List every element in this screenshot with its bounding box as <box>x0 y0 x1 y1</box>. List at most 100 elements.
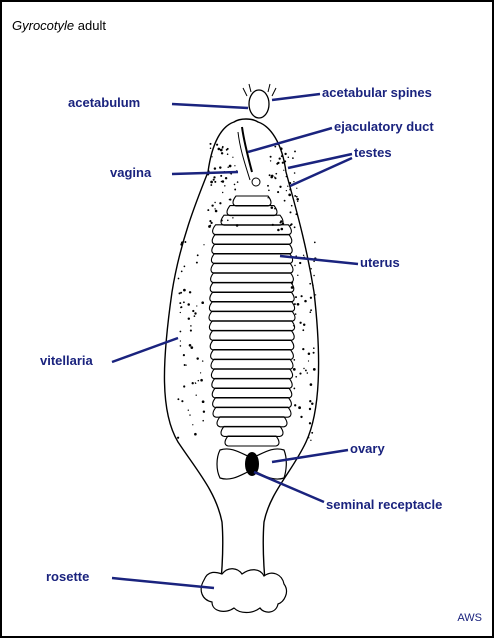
stipple-dot <box>281 155 283 157</box>
stipple-dot <box>279 157 281 159</box>
stipple-dot <box>314 242 316 244</box>
leader-rosette <box>112 578 214 588</box>
stipple-dot <box>210 181 213 184</box>
stipple-dot <box>305 369 307 371</box>
stipple-dot <box>192 310 194 312</box>
stipple-dot <box>311 402 313 404</box>
stipple-dot <box>313 347 315 349</box>
stipple-dot <box>294 150 296 152</box>
stipple-dot <box>295 296 297 298</box>
stipple-dot <box>226 149 228 151</box>
stipple-dot <box>189 414 190 415</box>
stipple-dot <box>197 254 199 256</box>
stipple-dot <box>180 345 182 347</box>
stipple-dot <box>270 160 271 161</box>
stipple-dot <box>293 359 295 361</box>
stipple-dot <box>299 262 301 264</box>
body-outline <box>164 119 318 592</box>
stipple-dot <box>289 182 291 184</box>
stipple-dot <box>310 309 312 311</box>
stipple-dot <box>229 165 232 168</box>
stipple-dot <box>177 437 179 439</box>
stipple-dot <box>271 175 274 178</box>
stipple-dot <box>277 229 280 232</box>
stipple-dot <box>221 181 223 183</box>
stipple-dot <box>293 325 294 326</box>
stipple-dot <box>310 440 311 441</box>
stipple-dot <box>218 148 221 151</box>
stipple-dot <box>202 420 204 422</box>
stipple-dot <box>184 364 186 366</box>
stipple-dot <box>277 191 279 193</box>
stipple-dot <box>229 199 231 201</box>
stipple-dot <box>313 352 315 354</box>
stipple-dot <box>220 175 222 177</box>
stipple-dot <box>189 291 191 293</box>
stipple-dot <box>308 353 311 356</box>
stipple-dot <box>227 167 228 168</box>
stipple-dot <box>210 147 212 149</box>
label-ovary: ovary <box>350 441 385 456</box>
stipple-dot <box>299 373 301 375</box>
stipple-dot <box>194 315 196 317</box>
stipple-dot <box>211 204 213 206</box>
stipple-dot <box>297 303 300 306</box>
stipple-dot <box>203 411 205 413</box>
stipple-dot <box>196 357 198 359</box>
stipple-dot <box>313 275 315 277</box>
stipple-dot <box>291 282 293 284</box>
stipple-dot <box>274 146 276 148</box>
stipple-dot <box>196 395 197 396</box>
stipple-dot <box>179 302 181 304</box>
stipple-dot <box>294 387 296 389</box>
stipple-dot <box>221 219 223 221</box>
stipple-dot <box>292 157 294 159</box>
stipple-dot <box>299 322 301 324</box>
stipple-dot <box>192 382 194 384</box>
stipple-dot <box>315 294 316 295</box>
stipple-dot <box>214 208 215 209</box>
stipple-dot <box>194 312 196 314</box>
stipple-dot <box>300 416 302 418</box>
stipple-dot <box>198 380 200 382</box>
leader-testes-b <box>290 158 352 186</box>
stipple-dot <box>294 226 296 228</box>
stipple-dot <box>307 372 309 374</box>
stipple-dot <box>283 170 284 171</box>
stipple-dot <box>272 224 274 226</box>
label-vitellaria: vitellaria <box>40 353 93 368</box>
stipple-dot <box>276 163 278 165</box>
label-acetabulum: acetabulum <box>68 95 140 110</box>
stipple-dot <box>291 205 293 207</box>
label-rosette: rosette <box>46 569 89 584</box>
stipple-dot <box>274 208 276 210</box>
stipple-dot <box>180 292 182 294</box>
stipple-dot <box>284 160 286 162</box>
stipple-dot <box>210 184 212 186</box>
label-vagina: vagina <box>110 165 151 180</box>
stipple-dot <box>297 201 298 202</box>
stipple-dot <box>215 210 218 213</box>
stipple-dot <box>192 424 193 425</box>
stipple-dot <box>212 156 213 157</box>
stipple-dot <box>309 283 311 285</box>
stipple-dot <box>293 181 294 182</box>
stipple-dot <box>180 306 182 308</box>
stipple-dot <box>190 330 192 332</box>
stipple-dot <box>279 186 281 188</box>
stipple-dot <box>220 149 223 152</box>
stipple-dot <box>303 368 304 369</box>
stipple-dot <box>200 379 203 382</box>
stipple-dot <box>214 181 216 183</box>
stipple-dot <box>309 422 311 424</box>
stipple-dot <box>184 266 186 268</box>
stipple-dot <box>280 228 283 231</box>
stipple-dot <box>190 325 192 327</box>
stipple-dot <box>310 383 313 386</box>
stipple-dot <box>234 189 236 191</box>
stipple-dot <box>268 189 270 191</box>
stipple-dot <box>288 194 291 197</box>
stipple-dot <box>267 185 269 187</box>
stipple-dot <box>177 398 179 400</box>
label-ejaculatory-duct: ejaculatory duct <box>334 119 434 134</box>
